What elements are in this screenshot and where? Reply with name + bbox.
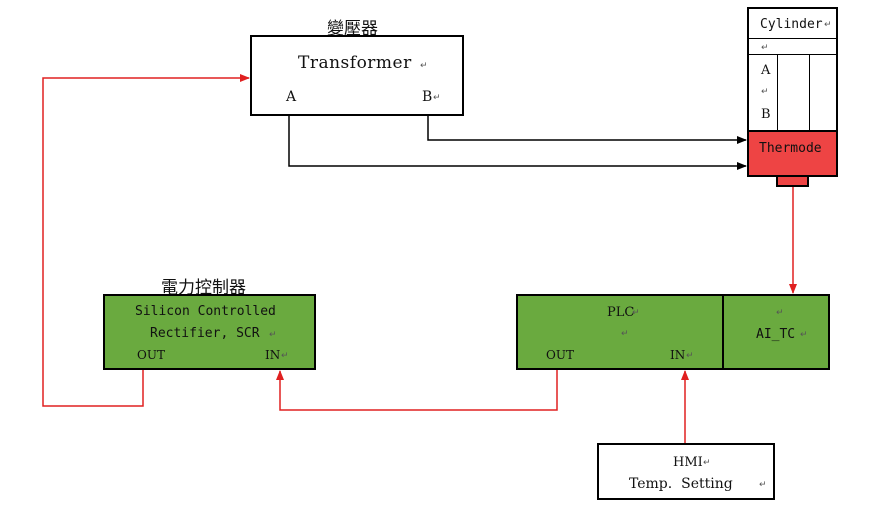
scr-out: OUT: [137, 348, 165, 362]
hmi-label: HMI: [673, 455, 703, 470]
return-mark-icon: ↵: [632, 308, 640, 318]
return-mark-icon: ↵: [686, 351, 694, 361]
scr-line2: Rectifier, SCR: [150, 326, 260, 341]
scr-title-cjk: 電力控制器: [161, 278, 246, 298]
return-mark-icon: ↵: [776, 308, 784, 318]
thermode-label: Thermode: [759, 141, 822, 156]
wire-transformer-b-to-thermode: [427, 116, 747, 144]
signal-scr-out-to-transformer: [42, 74, 250, 407]
return-mark-icon: ↵: [703, 458, 711, 468]
hmi-setting: Temp. Setting: [629, 476, 733, 492]
cylinder-rod-left: [777, 54, 778, 132]
return-mark-icon: ↵: [824, 20, 832, 30]
transformer-box: Transformer ↵ A B ↵: [250, 35, 464, 116]
plc-box: PLC ↵ ↵ OUT IN ↵: [516, 294, 724, 370]
return-mark-icon: ↵: [761, 43, 769, 53]
signal-plc-out-to-scr-in: [276, 370, 558, 411]
thermode-box: Thermode: [747, 130, 838, 177]
cylinder-port-b: B: [761, 107, 771, 122]
scr-line1: Silicon Controlled: [135, 304, 276, 319]
return-mark-icon: ↵: [759, 480, 767, 490]
wire-transformer-a-to-thermode: [288, 116, 747, 170]
cylinder-port-a: A: [761, 63, 771, 78]
thermode-tip: [776, 175, 809, 187]
cylinder-divider: [749, 54, 836, 55]
scr-in: IN: [265, 348, 281, 362]
ai-tc-box: ↵ AI_TC ↵: [722, 294, 830, 370]
ai-tc-label: AI_TC: [756, 327, 796, 342]
return-mark-icon: ↵: [621, 329, 629, 339]
plc-in: IN: [670, 348, 686, 362]
return-mark-icon: ↵: [433, 93, 441, 103]
return-mark-icon: ↵: [800, 330, 808, 340]
scr-box: Silicon Controlled Rectifier, SCR ↵ OUT …: [103, 294, 316, 370]
plc-out: OUT: [546, 348, 574, 362]
transformer-label: Transformer: [298, 53, 412, 73]
return-mark-icon: ↵: [281, 351, 289, 361]
cylinder-box: Cylinder ↵ ↵ A ↵ B: [747, 7, 838, 132]
return-mark-icon: ↵: [761, 87, 769, 97]
return-mark-icon: ↵: [420, 61, 428, 71]
cylinder-label: Cylinder: [760, 17, 823, 32]
transformer-title-cjk: 變壓器: [327, 19, 378, 39]
cylinder-divider: [749, 38, 836, 39]
transformer-port-b: B: [422, 89, 433, 105]
return-mark-icon: ↵: [269, 330, 277, 340]
cylinder-rod-right: [809, 54, 810, 132]
hmi-box: HMI ↵ Temp. Setting ↵: [597, 443, 775, 500]
transformer-port-a: A: [286, 89, 297, 105]
plc-label: PLC: [607, 305, 635, 320]
